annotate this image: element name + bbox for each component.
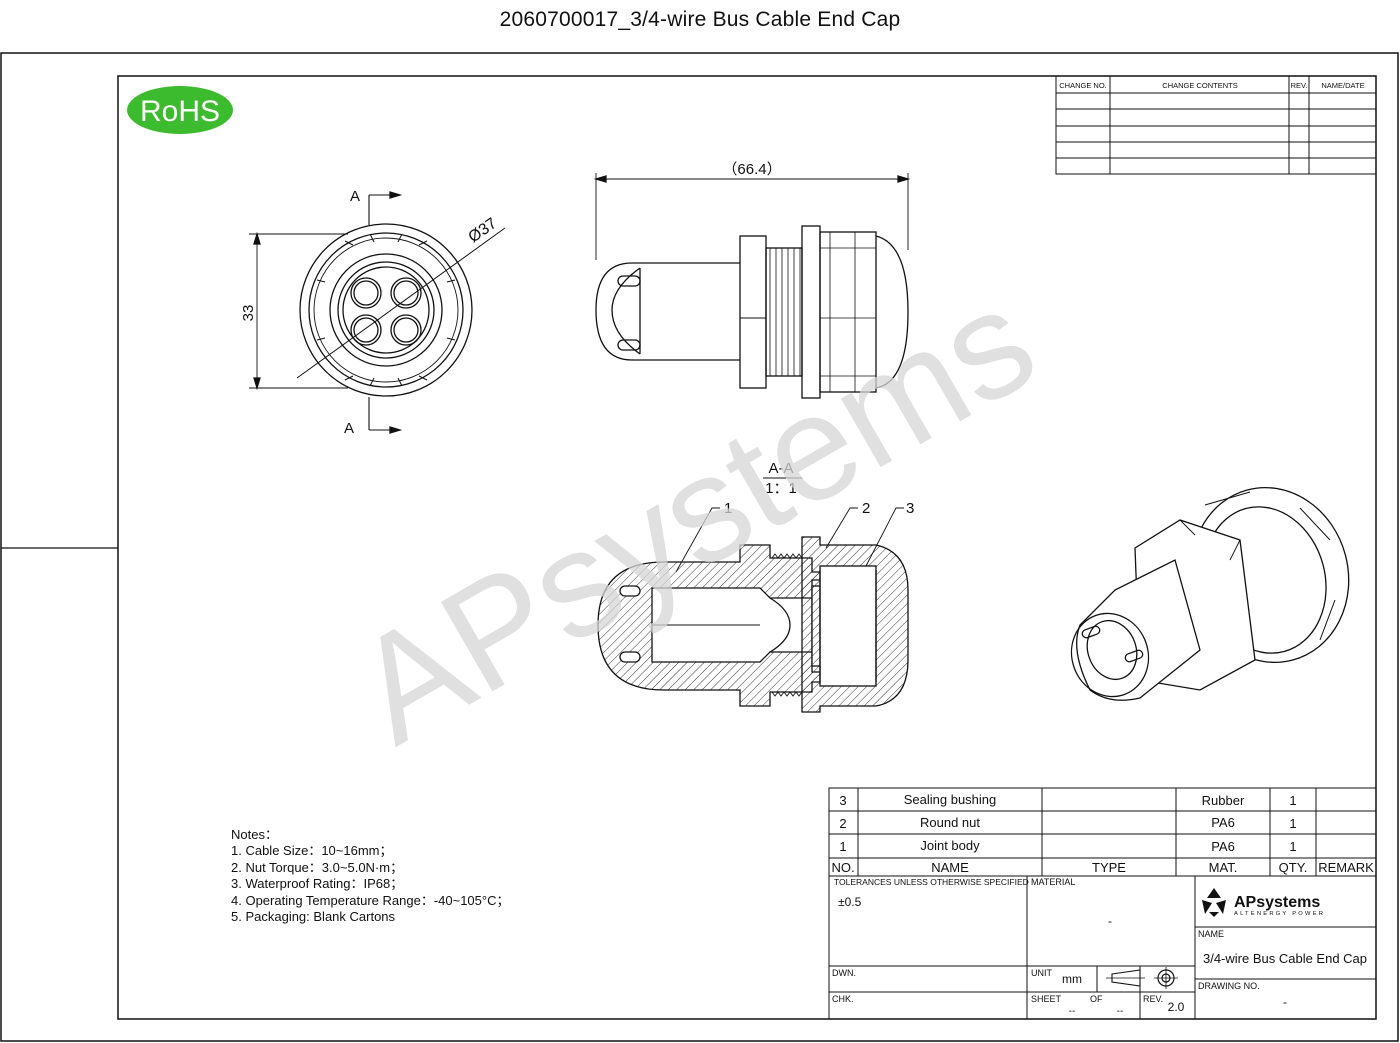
unit-label: UNIT <box>1031 968 1052 978</box>
height-dimension: 33 <box>240 305 257 322</box>
company-name: APsystems <box>1234 894 1320 911</box>
bom-row: 1 Joint body PA6 1 <box>839 838 1296 854</box>
svg-text:TYPE: TYPE <box>1092 860 1126 875</box>
rev-header-rev: REV. <box>1291 81 1308 90</box>
drawing-name: 3/4-wire Bus Cable End Cap <box>1203 951 1367 966</box>
svg-text:NAME: NAME <box>931 860 969 875</box>
rev-label: REV. <box>1143 994 1163 1004</box>
rohs-label: RoHS <box>140 95 220 128</box>
note-item: 5. Packaging: Blank Cartons <box>231 909 396 925</box>
rohs-badge: RoHS <box>127 86 233 134</box>
bom-name: Joint body <box>920 838 980 853</box>
callout-3: 3 <box>906 500 914 517</box>
bom-row: 3 Sealing bushing Rubber 1 <box>839 792 1296 808</box>
notes: Notes： 1. Cable Size：10~16mm； 2. Nut Tor… <box>231 827 509 925</box>
rev-header-change-contents: CHANGE CONTENTS <box>1162 81 1237 90</box>
section-marker-top: A <box>350 188 360 205</box>
apsystems-logo-icon <box>1202 888 1226 917</box>
material-label: MATERIAL <box>1031 877 1075 887</box>
revision-table <box>1055 75 1377 175</box>
svg-text:REMARK: REMARK <box>1318 860 1374 875</box>
bom-no: 3 <box>839 793 846 808</box>
isometric-view <box>1070 486 1350 701</box>
bom-table <box>828 787 1377 877</box>
note-item: 1. Cable Size：10~16mm； <box>231 843 393 859</box>
page-title: 2060700017_3/4-wire Bus Cable End Cap <box>499 8 901 31</box>
section-scale: 1：1 <box>765 480 797 497</box>
company-logo: APsystems ALTENERGY POWER <box>1202 888 1325 917</box>
note-item: 4. Operating Temperature Range：-40~105°C… <box>231 892 510 908</box>
dwn-label: DWN. <box>832 968 856 978</box>
section-title: A-A <box>768 460 793 477</box>
material-value: - <box>1108 914 1112 928</box>
tolerance-value: ±0.5 <box>838 895 862 909</box>
drawing-no-label: DRAWING NO. <box>1198 981 1260 991</box>
name-label: NAME <box>1198 929 1224 939</box>
section-view <box>597 507 909 713</box>
bom-row: 2 Round nut PA6 1 <box>839 815 1296 831</box>
callout-1: 1 <box>724 500 732 517</box>
side-view <box>593 173 911 399</box>
title-block <box>828 875 1377 1020</box>
rev-value: 2.0 <box>1168 1000 1185 1014</box>
unit-value: mm <box>1062 972 1082 986</box>
note-item: 2. Nut Torque：3.0~5.0N·m； <box>231 859 404 875</box>
diameter-dimension: Ø37 <box>466 215 501 246</box>
chk-label: CHK. <box>832 994 854 1004</box>
bom-mat: PA6 <box>1211 839 1235 854</box>
notes-heading: Notes： <box>231 827 278 842</box>
length-dimension: （66.4） <box>722 161 781 178</box>
bom-name: Sealing bushing <box>904 792 997 807</box>
front-view <box>249 191 506 434</box>
bom-qty: 1 <box>1289 816 1296 831</box>
outer-frame <box>0 52 1399 1042</box>
sheet-label: SHEET <box>1031 994 1062 1004</box>
of-label: OF <box>1090 994 1103 1004</box>
bom-mat: Rubber <box>1202 793 1245 808</box>
bom-no: 1 <box>839 839 846 854</box>
tolerance-label: TOLERANCES UNLESS OTHERWISE SPECIFIED <box>834 877 1029 887</box>
bom-name: Round nut <box>920 815 980 830</box>
company-tagline: ALTENERGY POWER <box>1234 911 1325 917</box>
section-marker-bottom: A <box>344 420 354 437</box>
callout-2: 2 <box>862 500 870 517</box>
bom-no: 2 <box>839 816 846 831</box>
of-value: -- <box>1117 1006 1124 1017</box>
bom-qty: 1 <box>1289 793 1296 808</box>
note-item: 3. Waterproof Rating：IP68； <box>231 876 404 892</box>
bom-qty: 1 <box>1289 839 1296 854</box>
svg-text:MAT.: MAT. <box>1209 860 1238 875</box>
svg-text:QTY.: QTY. <box>1279 860 1308 875</box>
bom-mat: PA6 <box>1211 815 1235 830</box>
rev-header-name-date: NAME/DATE <box>1321 81 1364 90</box>
svg-text:NO.: NO. <box>831 860 854 875</box>
drawing-no-value: - <box>1283 995 1287 1009</box>
sheet-value: -- <box>1069 1006 1076 1017</box>
rev-header-change-no: CHANGE NO. <box>1059 81 1107 90</box>
bom-header-row: NO. NAME TYPE MAT. QTY. REMARK <box>831 860 1374 875</box>
